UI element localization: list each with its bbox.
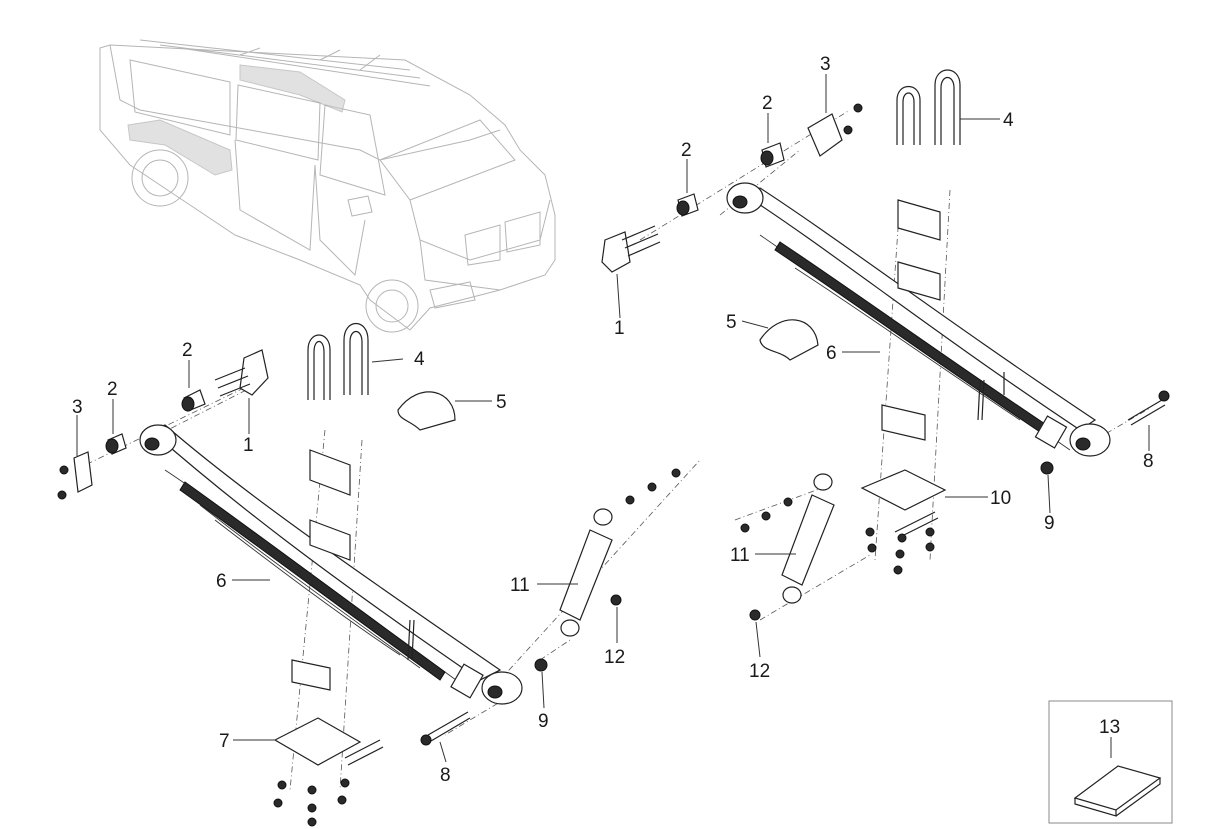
callout-right-12: 12 [749, 661, 770, 682]
spring-plate-right [860, 469, 947, 511]
callout-right-4: 4 [1003, 110, 1014, 131]
callout-left-9: 9 [538, 711, 549, 732]
callout-labels: 3 2 2 1 4 5 6 7 8 9 11 12 1 2 2 3 4 5 6 … [72, 54, 1154, 786]
bushing-left-a [105, 433, 127, 455]
shackle-plate-right [807, 113, 843, 157]
callout-right-9: 9 [1044, 513, 1055, 534]
callout-right-2a: 2 [681, 140, 692, 161]
callout-right-6: 6 [826, 343, 837, 364]
callout-left-11: 11 [510, 575, 530, 596]
callout-right-10: 10 [990, 488, 1011, 509]
callout-right-11: 11 [730, 545, 750, 566]
callout-left-2a: 2 [107, 379, 118, 400]
callout-right-8: 8 [1143, 451, 1154, 472]
callout-right-2b: 2 [762, 93, 773, 114]
inset-part-13 [1048, 700, 1173, 824]
u-bolt-left [307, 323, 369, 400]
callout-right-1: 1 [614, 318, 625, 339]
right-spring-assembly [601, 69, 1170, 621]
callout-left-1: 1 [243, 435, 254, 456]
leader-lines [76, 74, 1150, 763]
callout-right-5: 5 [726, 312, 737, 333]
callout-left-4: 4 [414, 349, 425, 370]
bump-pad-right [759, 319, 819, 361]
callout-inset-13: 13 [1099, 717, 1120, 738]
shackle-plate-left [73, 451, 93, 493]
callout-right-3: 3 [820, 54, 831, 75]
u-bolt-right [896, 69, 961, 145]
callout-left-6: 6 [216, 571, 227, 592]
callout-left-7: 7 [219, 731, 230, 752]
shock-absorber-right [781, 473, 835, 604]
bracket-left [214, 349, 269, 397]
spring-plate-left [273, 717, 362, 766]
left-spring-assembly [57, 323, 701, 827]
callout-left-12: 12 [604, 647, 625, 668]
shock-absorber-left [559, 508, 613, 637]
callout-left-2b: 2 [182, 340, 193, 361]
callout-left-3: 3 [72, 397, 83, 418]
van-illustration [99, 39, 556, 333]
bump-pad-left [397, 391, 456, 431]
leaf-spring-left [148, 424, 502, 691]
bushing-right-b [760, 142, 785, 168]
callout-left-8: 8 [440, 765, 451, 786]
leaf-spring-right [743, 187, 1097, 451]
bracket-right [601, 225, 661, 273]
bushing-right-a [676, 193, 699, 217]
callout-left-5: 5 [496, 392, 507, 413]
bushing-left-b [181, 389, 206, 412]
